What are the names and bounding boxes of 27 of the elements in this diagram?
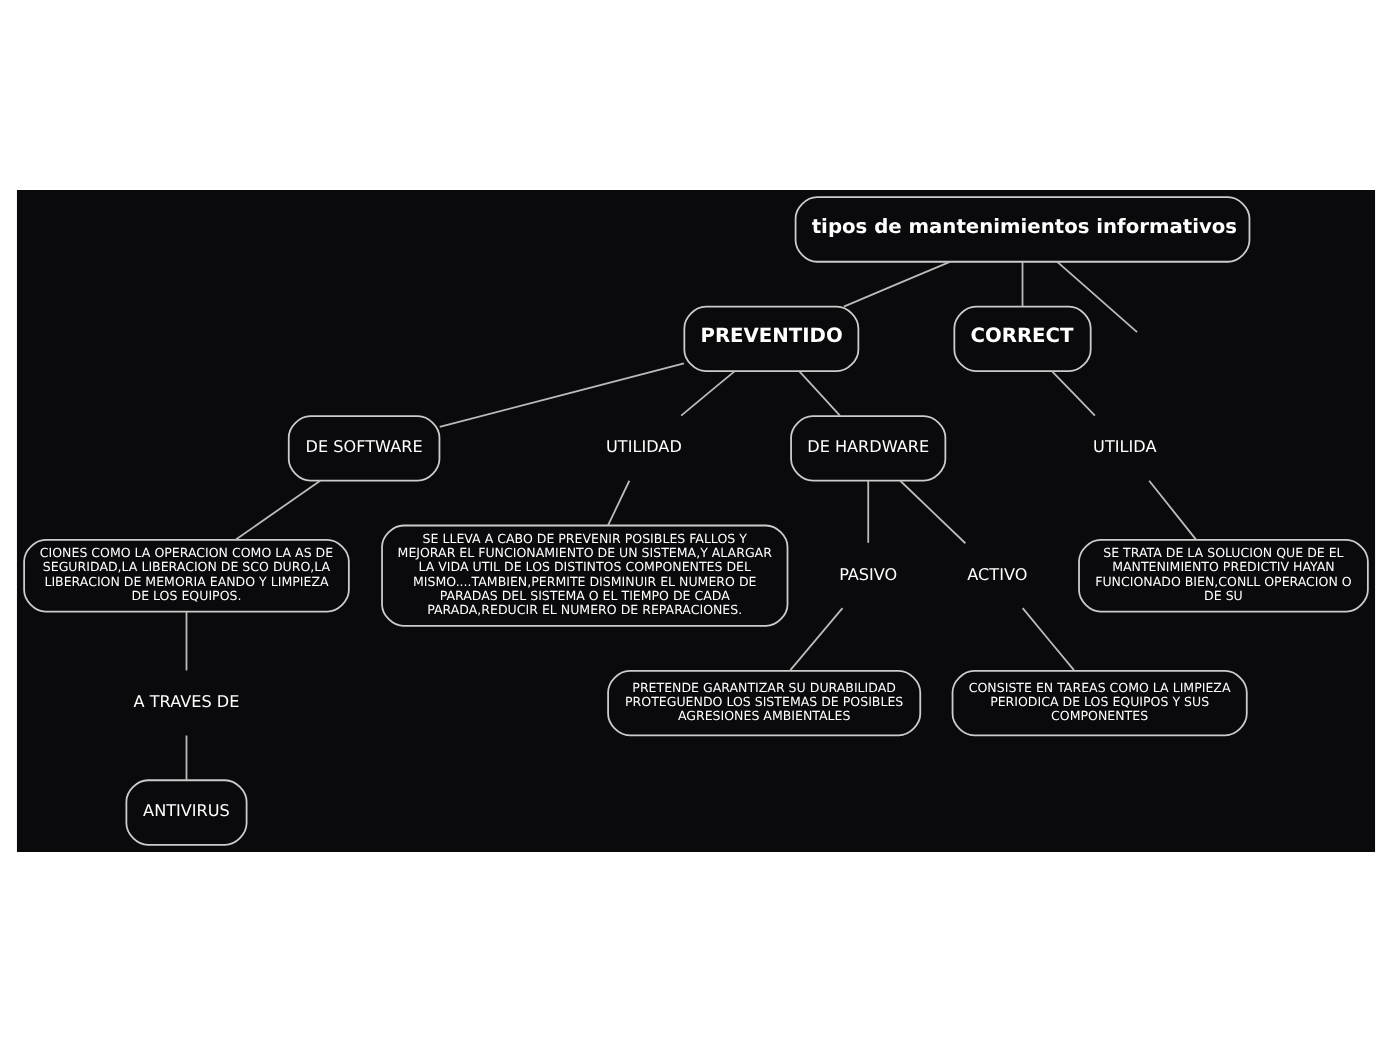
node-text: UTILIDA bbox=[1093, 437, 1157, 456]
connector bbox=[680, 369, 736, 416]
connector bbox=[1021, 260, 1024, 307]
connector bbox=[798, 369, 841, 416]
node-box: ANTIVIRUS bbox=[125, 778, 248, 845]
node-box: DE SOFTWARE bbox=[287, 414, 441, 481]
node-box: DE HARDWARE bbox=[790, 414, 947, 481]
connector bbox=[438, 361, 685, 427]
connector bbox=[234, 478, 322, 540]
connector bbox=[1021, 606, 1075, 671]
node-box: tipos de mantenimientos informativos bbox=[794, 195, 1251, 262]
connector bbox=[1056, 260, 1138, 333]
connector bbox=[185, 610, 188, 671]
connector bbox=[789, 606, 844, 671]
node-text: ACTIVO bbox=[967, 564, 1028, 583]
connector bbox=[867, 478, 870, 543]
connector bbox=[185, 733, 188, 780]
node-text: A TRAVES DE bbox=[133, 692, 240, 711]
connector bbox=[1148, 478, 1197, 540]
node-box: PREVENTIDO bbox=[683, 304, 860, 372]
connector bbox=[607, 478, 631, 526]
connector bbox=[842, 260, 951, 307]
node-text: PASIVO bbox=[839, 564, 898, 583]
connector bbox=[1051, 369, 1096, 416]
node-text: UTILIDAD bbox=[606, 437, 682, 456]
connector bbox=[899, 478, 967, 544]
node-box: CORRECT bbox=[953, 304, 1092, 372]
